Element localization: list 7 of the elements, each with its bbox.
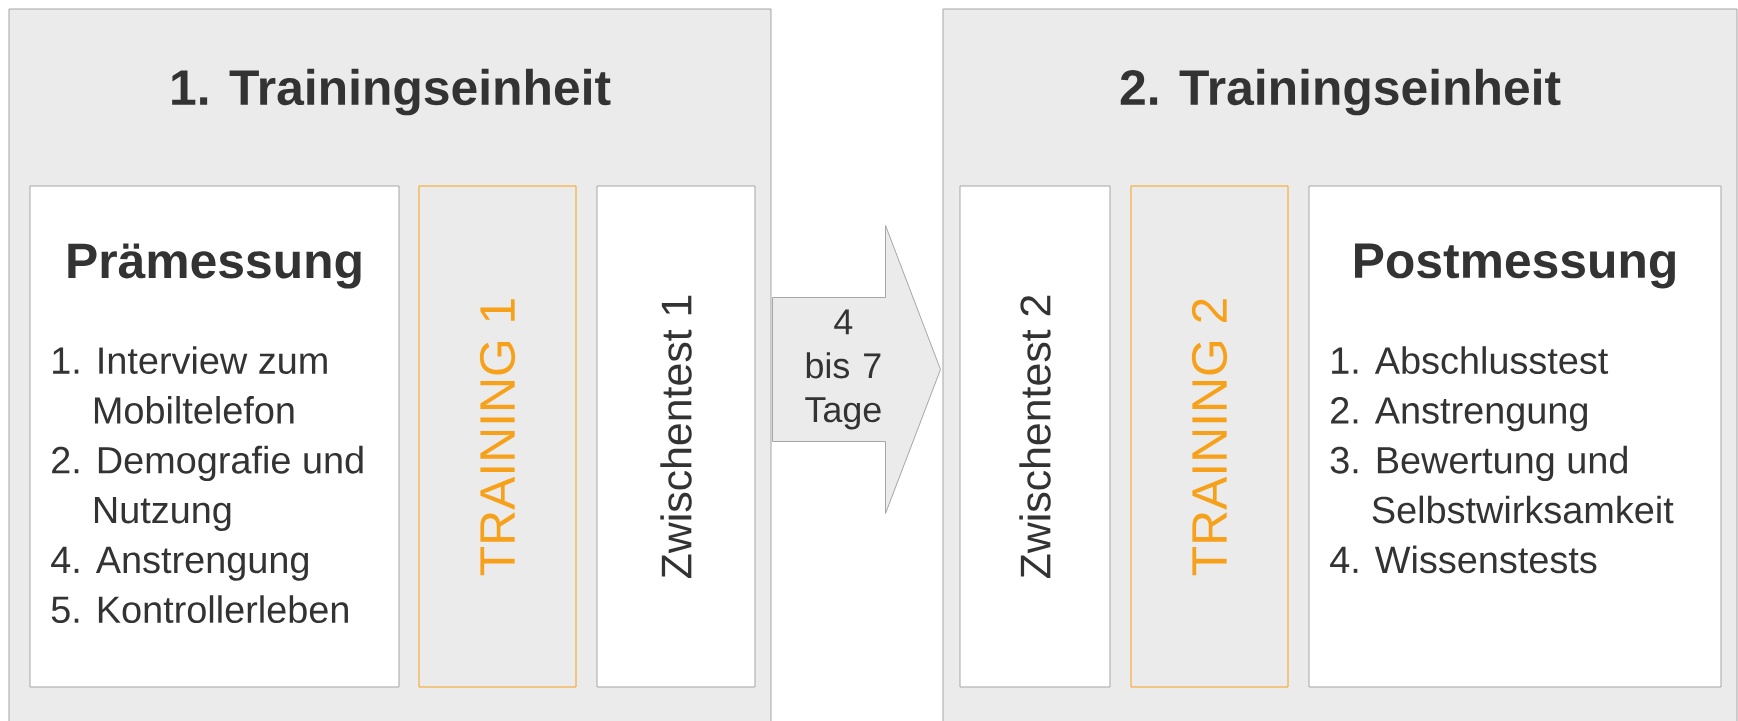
measurement-box: Prämessung 1. Interview zum Mobiltelefon 2. Demografie und Nutzung 4. Anstrengung 5. Kontrollerleben (29, 185, 400, 688)
edge-label: 4 bis 7 Tage (792, 308, 895, 431)
test-box: Zwischentest 2 (959, 185, 1111, 688)
training-box: TRAINING 2 (1130, 185, 1289, 688)
measurement-box: Postmessung 1. Abschlusstest 2. Anstrengung 3. Bewertung und Selbstwirksamkeit 4. Wissenstests (1308, 185, 1722, 688)
training-box: TRAINING 1 (418, 185, 577, 688)
test-box: Zwischentest 1 (596, 185, 756, 688)
